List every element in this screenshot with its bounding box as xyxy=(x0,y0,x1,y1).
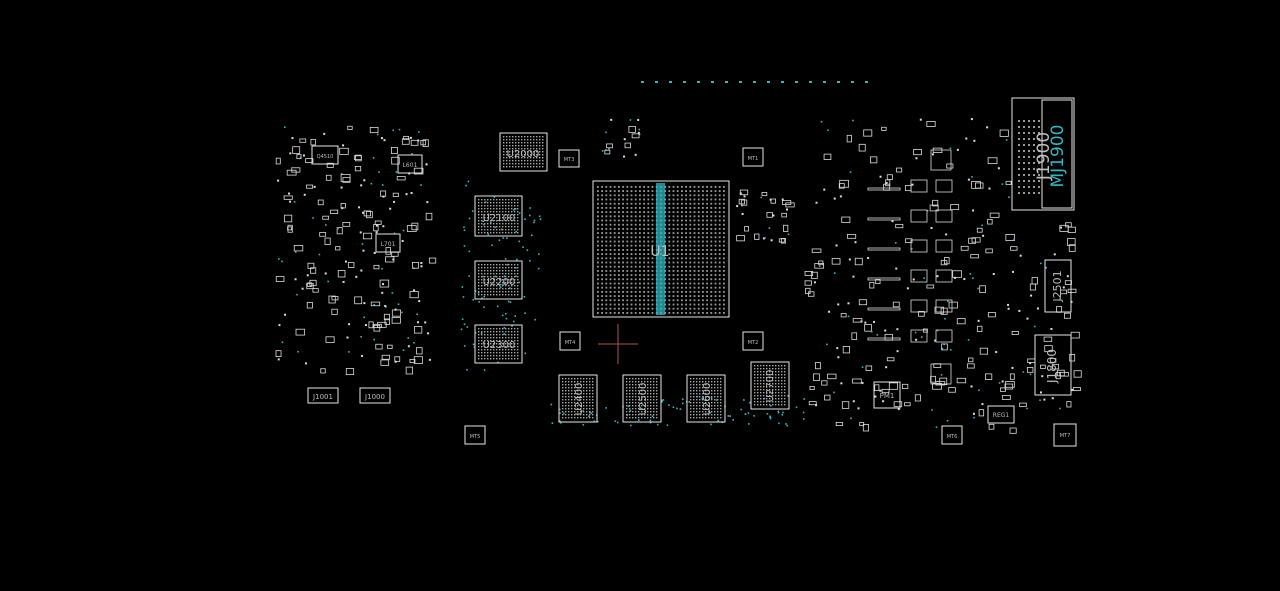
component-U2400[interactable]: U2400 xyxy=(558,374,598,423)
component-J2501[interactable]: J2501 xyxy=(1044,259,1072,313)
component-J1000[interactable]: J1000 xyxy=(359,387,391,404)
component-U2000[interactable]: U2000 xyxy=(499,132,548,172)
component-L701[interactable]: L701 xyxy=(375,233,401,253)
svg-text:Q4510: Q4510 xyxy=(317,154,334,160)
u2500-pad-grid xyxy=(626,378,658,419)
mount-hole-MT6[interactable]: MT6 xyxy=(941,425,963,445)
u1-bga-pad-grid xyxy=(597,186,725,314)
component-Q4510[interactable]: Q4510 xyxy=(311,145,339,165)
top-edge-pad-row xyxy=(641,81,868,83)
mount-hole-MT4[interactable]: MT4 xyxy=(559,331,581,351)
component-L601[interactable]: L601 xyxy=(397,154,423,174)
svg-text:L701: L701 xyxy=(381,241,396,248)
svg-text:J2501: J2501 xyxy=(1051,270,1064,302)
svg-text:L601: L601 xyxy=(403,162,418,169)
component-J1001[interactable]: J1001 xyxy=(307,387,339,404)
component-U2500[interactable]: U2500 xyxy=(622,374,662,423)
svg-text:MT1: MT1 xyxy=(748,156,759,162)
mount-hole-MT1[interactable]: MT1 xyxy=(742,147,764,167)
u2500-label: U2500 xyxy=(638,383,649,416)
u2100-label: U2100 xyxy=(483,213,516,224)
u2100-pad-grid xyxy=(478,199,519,234)
u2200-pad-grid xyxy=(478,264,519,296)
u2000-label: U2000 xyxy=(507,149,540,160)
component-U2700[interactable]: U2700 xyxy=(750,361,790,410)
component-U2600[interactable]: U2600 xyxy=(686,374,726,423)
u2400-label: U2400 xyxy=(574,383,585,416)
cursor-crosshair xyxy=(598,324,638,364)
component-PM1[interactable]: PM1 xyxy=(873,381,901,409)
u2400-pad-grid xyxy=(562,378,594,419)
mount-hole-MT7[interactable]: MT7 xyxy=(1053,423,1077,447)
svg-text:MT2: MT2 xyxy=(748,340,759,346)
j1900-pin-array xyxy=(1018,120,1040,194)
component-U1[interactable]: U1 xyxy=(592,180,730,318)
svg-text:PM1: PM1 xyxy=(880,392,895,400)
component-U2200[interactable]: U2200 xyxy=(474,260,523,300)
svg-text:J1001: J1001 xyxy=(312,393,333,401)
component-REG1[interactable]: REG1 xyxy=(987,405,1015,424)
u2300-label: U2300 xyxy=(483,340,516,351)
component-U2100[interactable]: U2100 xyxy=(474,195,523,237)
u2000-pad-grid xyxy=(503,136,544,168)
u1-label: U1 xyxy=(650,244,669,260)
svg-text:J1800: J1800 xyxy=(1045,349,1059,384)
u2600-label: U2600 xyxy=(702,383,713,416)
u2200-label: U2200 xyxy=(483,277,516,288)
svg-text:J1000: J1000 xyxy=(364,393,385,401)
mount-hole-MT5[interactable]: MT5 xyxy=(464,425,486,445)
svg-text:MT4: MT4 xyxy=(565,340,576,346)
svg-text:REG1: REG1 xyxy=(993,412,1010,419)
svg-text:MT7: MT7 xyxy=(1060,433,1071,439)
mount-hole-MT2[interactable]: MT2 xyxy=(742,331,764,351)
svg-text:MT3: MT3 xyxy=(564,157,575,163)
component-J1800[interactable]: J1800 xyxy=(1034,334,1072,396)
mount-hole-MT3[interactable]: MT3 xyxy=(558,149,580,168)
u1-highlighted-net-column xyxy=(656,183,665,315)
svg-text:J1900: J1900 xyxy=(1034,132,1054,181)
mj1900-label: MJ1900 xyxy=(1048,125,1068,188)
u2300-pad-grid xyxy=(478,328,519,360)
svg-text:MT6: MT6 xyxy=(947,434,958,440)
u2700-pad-grid xyxy=(754,365,786,406)
u2700-label: U2700 xyxy=(765,370,776,403)
component-U2300[interactable]: U2300 xyxy=(474,324,523,364)
component-J1900[interactable]: J1900 MJ1900 xyxy=(1011,97,1075,211)
passive-components-layer xyxy=(275,118,1082,434)
svg-text:MT5: MT5 xyxy=(470,434,481,440)
u2600-pad-grid xyxy=(690,378,722,419)
